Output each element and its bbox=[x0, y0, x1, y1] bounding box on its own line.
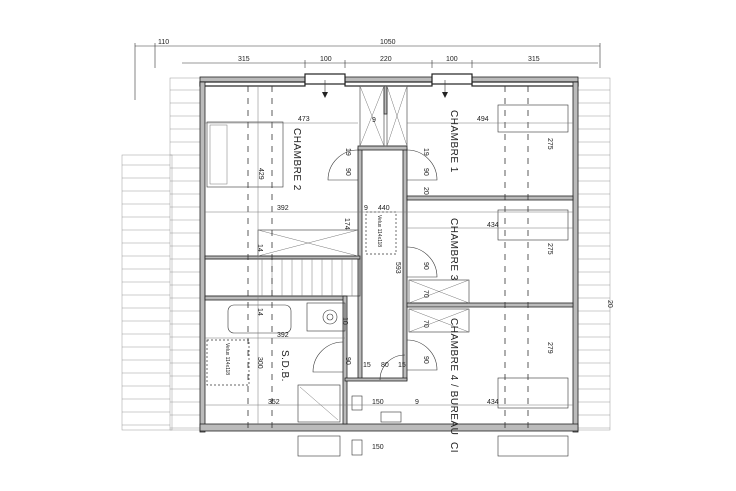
dim-wc-15a: 15 bbox=[363, 362, 371, 369]
dim-300: 300 bbox=[256, 357, 263, 369]
dim-279-c4: 279 bbox=[546, 342, 553, 354]
facade-dim-5: 315 bbox=[528, 56, 540, 63]
dim-494: 494 bbox=[477, 116, 489, 123]
dim-90-c2door: 90 bbox=[344, 168, 351, 176]
sink bbox=[306, 302, 346, 332]
facade-dim-1: 315 bbox=[238, 56, 250, 63]
dimension-lines bbox=[134, 43, 601, 100]
dim-174: 174 bbox=[343, 218, 350, 230]
dim-20b: 20 bbox=[606, 300, 613, 308]
skylight-sdb bbox=[206, 339, 250, 386]
dim-392-sdb: 392 bbox=[277, 332, 289, 339]
room-label-chambre3: CHAMBRE 3 bbox=[448, 218, 459, 281]
dim-14-stair: 14 bbox=[256, 244, 263, 252]
dim-9a: 9 bbox=[372, 117, 376, 124]
facade-dim-4: 100 bbox=[446, 56, 458, 63]
room-label-sdb: S.D.B. bbox=[279, 350, 290, 382]
dim-70b: 70 bbox=[422, 320, 429, 328]
dim-10-sink: 10 bbox=[341, 317, 348, 325]
bed-chambre3 bbox=[497, 209, 569, 241]
dim-275-c1: 275 bbox=[546, 138, 553, 150]
lower-continuation bbox=[297, 435, 569, 457]
dim-20a: 20 bbox=[422, 187, 429, 195]
dim-434-c3: 434 bbox=[487, 222, 499, 229]
dim-434-c4: 434 bbox=[487, 399, 499, 406]
inner-dimension-lines bbox=[205, 86, 573, 424]
dim-473: 473 bbox=[298, 116, 310, 123]
dim-90-c4door: 90 bbox=[422, 356, 429, 364]
roof-left bbox=[121, 77, 203, 431]
dim-352: 352 bbox=[268, 399, 280, 406]
dim-c4-9: 9 bbox=[415, 399, 419, 406]
dim-90-c1door: 90 bbox=[422, 168, 429, 176]
shower bbox=[297, 384, 341, 423]
room-label-chambre4: CHAMBRE 4 / BUREAU bbox=[448, 318, 459, 435]
dim-wc-80: 80 bbox=[381, 362, 389, 369]
bed-chambre1 bbox=[497, 104, 569, 133]
dim-19b: 19 bbox=[422, 148, 429, 156]
structural-dashed-lines bbox=[247, 86, 529, 430]
doors bbox=[312, 149, 438, 381]
skylight-note-corridor: Velux 114x118 bbox=[376, 215, 382, 247]
dim-440: 440 bbox=[378, 205, 390, 212]
stairs bbox=[204, 258, 361, 297]
dim-429: 429 bbox=[257, 168, 264, 180]
dim-total: 1050 bbox=[380, 39, 396, 46]
dim-275-c3: 275 bbox=[546, 243, 553, 255]
dim-wc-15b: 15 bbox=[398, 362, 406, 369]
dim-90-sdbdoor: 90 bbox=[344, 357, 351, 365]
room-label-partial: CI bbox=[448, 442, 459, 453]
toilet bbox=[351, 395, 402, 423]
facade-dim-2: 100 bbox=[320, 56, 332, 63]
dim-392-c2: 392 bbox=[277, 205, 289, 212]
dim-9b: 9 bbox=[364, 205, 368, 212]
window-left bbox=[304, 73, 346, 98]
facade-dim-3: 220 bbox=[380, 56, 392, 63]
bed-chambre4 bbox=[497, 377, 569, 409]
skylight-note-sdb: Velux 114x118 bbox=[224, 343, 230, 375]
dim-left: 110 bbox=[158, 39, 169, 46]
room-label-chambre2: CHAMBRE 2 bbox=[291, 128, 302, 191]
dim-70a: 70 bbox=[422, 290, 429, 298]
dim-593: 593 bbox=[394, 262, 401, 274]
closets bbox=[257, 85, 470, 333]
dim-90-c3door: 90 bbox=[422, 262, 429, 270]
dim-wc-150b: 150 bbox=[372, 444, 384, 451]
bathtub bbox=[227, 304, 292, 334]
dim-19a: 19 bbox=[344, 148, 351, 156]
window-right bbox=[431, 73, 473, 98]
dim-14-bath: 14 bbox=[256, 308, 263, 316]
room-label-chambre1: CHAMBRE 1 bbox=[448, 110, 459, 173]
dim-wc-150a: 150 bbox=[372, 399, 384, 406]
bed-chambre2 bbox=[206, 121, 284, 188]
